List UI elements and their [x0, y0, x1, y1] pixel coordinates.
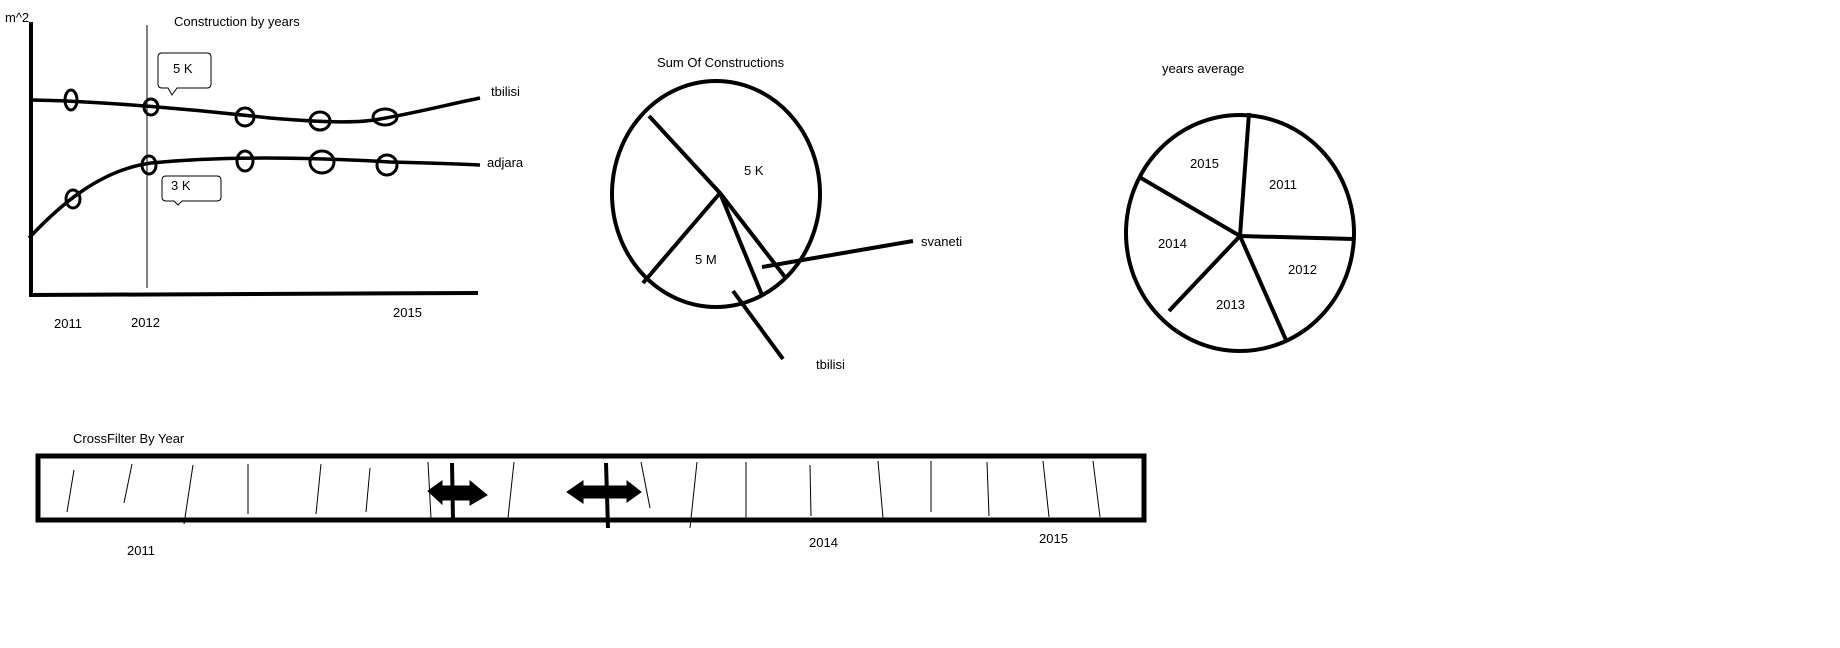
data-point: [63, 88, 79, 112]
slice-label: 2015: [1190, 156, 1219, 171]
series-label-tbilisi: tbilisi: [491, 84, 520, 99]
years-pie-title: years average: [1162, 61, 1244, 76]
crossfilter-axis-label: 2011: [127, 543, 155, 558]
callout-label-bottom: 3 K: [171, 178, 191, 193]
pie-divider: [1238, 112, 1251, 237]
data-point: [308, 149, 336, 175]
pie-divider: [647, 114, 722, 195]
pie-divider: [1167, 234, 1242, 313]
slice-label: 5 K: [744, 163, 764, 178]
pie-divider: [1139, 176, 1242, 238]
x-tick-label: 2011: [54, 316, 82, 331]
x-tick-label: 2015: [393, 305, 422, 320]
pie-divider: [1239, 234, 1355, 241]
data-point: [64, 188, 82, 210]
line-chart: [27, 22, 481, 297]
sum-pie-title: Sum Of Constructions: [657, 55, 785, 70]
callout-bubble-bottom: [161, 175, 222, 206]
slice-label: 2012: [1288, 262, 1317, 277]
data-point: [371, 107, 399, 127]
series-line-adjara: [27, 156, 481, 240]
brush-handle-right[interactable]: [566, 462, 642, 529]
slice-label: 2013: [1216, 297, 1245, 312]
sum-pie: [610, 79, 914, 361]
slice-label: 2014: [1158, 236, 1187, 251]
data-point: [142, 97, 160, 117]
line-chart-title: Construction by years: [174, 14, 300, 29]
crossfilter-title: CrossFilter By Year: [73, 431, 185, 446]
brush-handle-left[interactable]: [427, 462, 488, 521]
pointer-line-svaneti: [761, 239, 914, 269]
series-label-adjara: adjara: [487, 155, 524, 170]
callout-bubble-top: [157, 52, 212, 96]
slice-label: 5 M: [695, 252, 717, 267]
x-axis: [28, 291, 479, 297]
double-arrow-icon: [566, 479, 642, 504]
x-tick-label: 2012: [131, 315, 160, 330]
crossfilter-axis-label: 2015: [1039, 531, 1068, 546]
data-point: [375, 153, 399, 177]
data-point: [234, 106, 256, 128]
data-point: [308, 110, 332, 132]
data-point: [140, 154, 158, 176]
years-pie-circle: [1124, 113, 1356, 353]
pointer-line-tbilisi: [731, 289, 785, 361]
pointer-label-svaneti: svaneti: [921, 234, 962, 249]
callout-label-top: 5 K: [173, 61, 193, 76]
pie-divider: [641, 191, 722, 285]
years-pie: [1124, 112, 1356, 353]
pie-divider: [1238, 235, 1288, 341]
sum-pie-circle: [610, 79, 822, 309]
crossfilter-track[interactable]: [35, 453, 1147, 523]
pointer-label-tbilisi: tbilisi: [816, 357, 845, 372]
double-arrow-icon: [427, 479, 488, 506]
crossfilter-axis-label: 2014: [809, 535, 838, 550]
data-point: [235, 149, 255, 173]
y-axis-unit: m^2: [5, 10, 29, 25]
pie-divider: [718, 192, 764, 296]
slice-label: 2011: [1269, 177, 1297, 192]
series-line-tbilisi: [30, 96, 481, 124]
